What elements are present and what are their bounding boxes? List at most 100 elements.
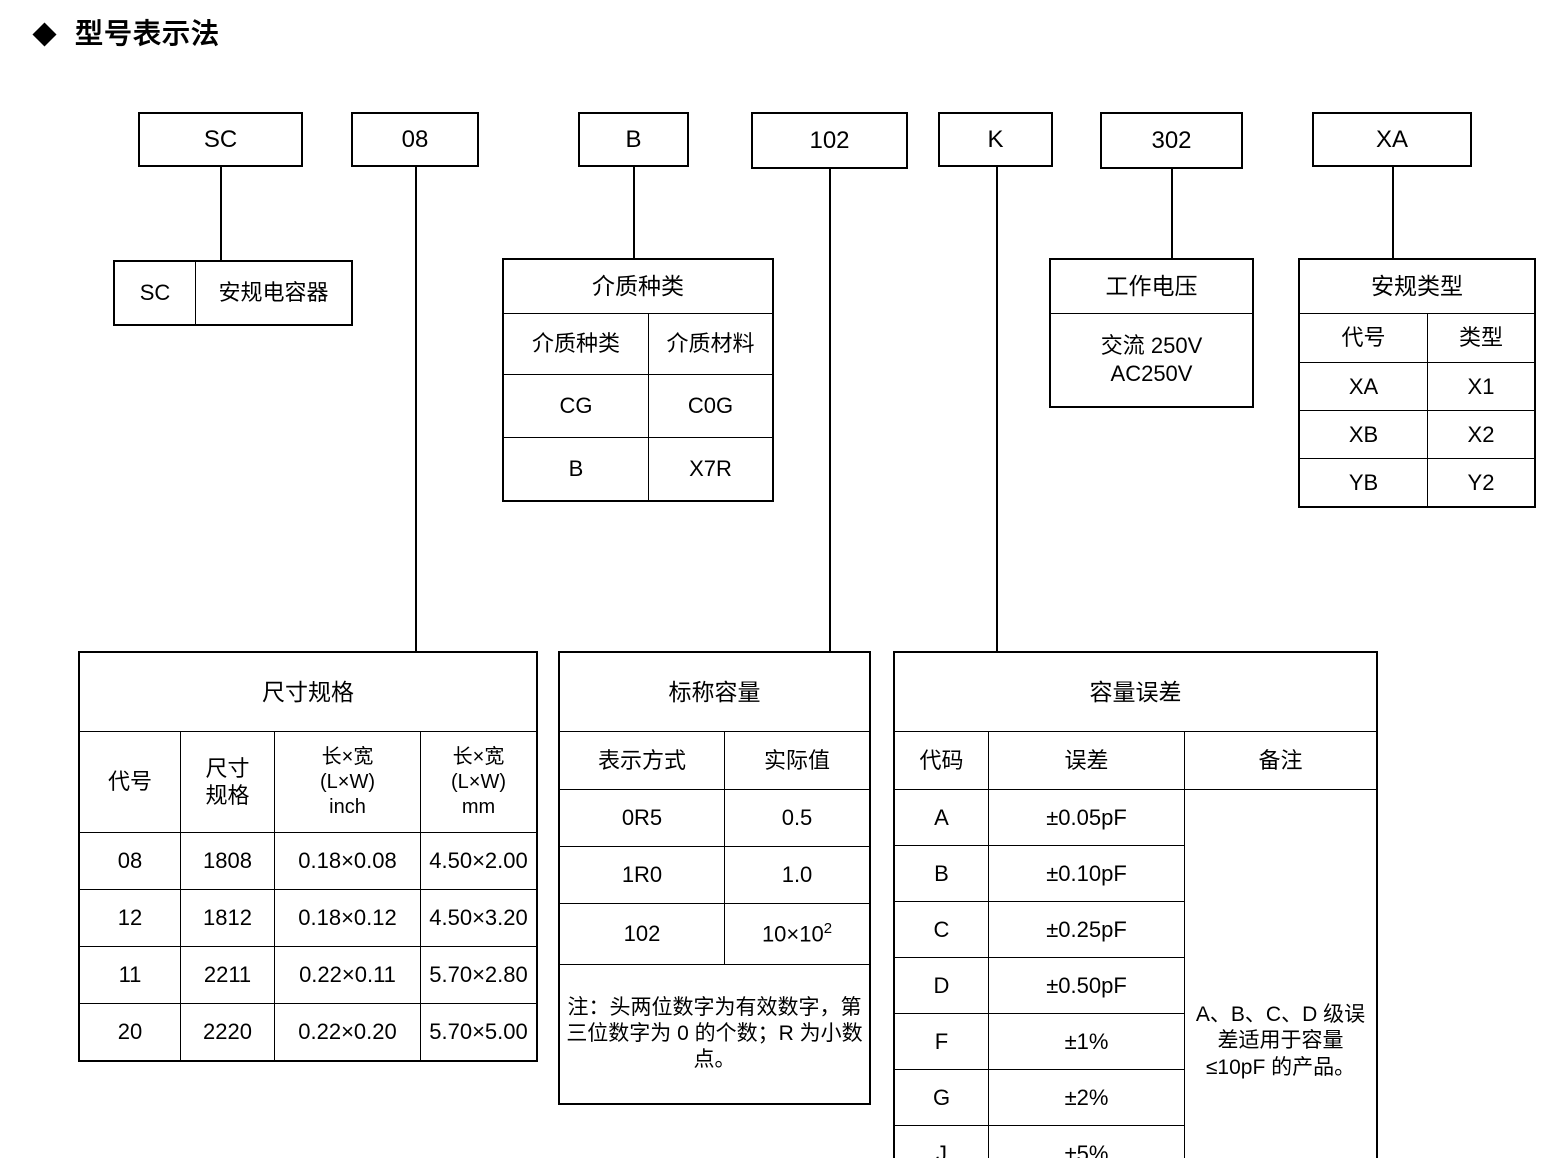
table-row: 交流 250V AC250V — [1049, 312, 1254, 408]
size-header-mm-l1: 长×宽 — [452, 745, 505, 768]
connector-safety — [1392, 167, 1394, 260]
size-header-mm-l3: mm — [461, 795, 496, 818]
dielectric-type-b: B — [502, 436, 649, 502]
table-row: XB X2 — [1298, 409, 1536, 459]
code-box-tolerance: K — [938, 112, 1053, 167]
tolerance-row2-error: ±0.25pF — [988, 901, 1185, 958]
table-header-row: 表示方式 实际值 — [558, 731, 871, 790]
tolerance-row0-code: A — [893, 789, 989, 846]
table-row: CG C0G — [502, 373, 774, 438]
tolerance-row2-code: C — [893, 901, 989, 958]
size-header-code-l1: 代号 — [107, 769, 152, 795]
code-box-series: SC — [138, 112, 303, 167]
table-row: B ±0.10pF — [893, 845, 1377, 902]
tolerance-row6-error: ±5% — [988, 1125, 1185, 1158]
code-box-size: 08 — [351, 112, 479, 167]
size-header-spec-l1: 尺寸 — [205, 755, 250, 781]
size-row1-spec: 1812 — [180, 889, 275, 947]
dielectric-material-c0g: C0G — [648, 373, 774, 438]
tolerance-row6-code: J — [893, 1125, 989, 1158]
size-header-mm: 长×宽 (L×W) mm — [420, 731, 538, 833]
dielectric-material-x7r: X7R — [648, 436, 774, 502]
page-title-text: 型号表示法 — [75, 18, 221, 49]
size-row2-code: 11 — [78, 946, 181, 1004]
table-row: SC 安规电容器 — [113, 260, 353, 326]
size-row3-spec: 2220 — [180, 1003, 275, 1062]
capacitance-row1-notation: 1R0 — [558, 846, 725, 904]
connector-series — [220, 167, 222, 262]
tolerance-header-error: 误差 — [988, 731, 1185, 790]
table-header-row: 代码 误差 备注 — [893, 731, 1378, 790]
capacitance-note: 注：头两位数字为有效数字，第三位数字为 0 的个数；R 为小数点。 — [558, 964, 871, 1105]
capacitance-table: 标称容量 表示方式 实际值 0R5 0.5 1R0 1.0 102 10×102… — [558, 651, 871, 1105]
table-header-row: 标称容量 — [558, 651, 871, 732]
code-box-capacitance-label: 102 — [809, 126, 850, 154]
code-box-safety: XA — [1312, 112, 1472, 167]
size-header-mm-l2: (L×W) — [451, 770, 506, 793]
code-box-dielectric-label: B — [625, 125, 642, 153]
capacitance-row2-notation: 102 — [558, 903, 725, 965]
table-row: C ±0.25pF — [893, 901, 1377, 958]
table-row: 08 1808 0.18×0.08 4.50×2.00 — [78, 832, 538, 890]
table-header-row: 工作电压 — [1049, 258, 1254, 314]
series-description-cell: 安规电容器 — [195, 260, 353, 326]
table-header-row: 尺寸规格 — [78, 651, 538, 732]
capacitance-row0-value: 0.5 — [724, 789, 871, 847]
code-box-voltage: 302 — [1100, 112, 1243, 169]
size-header-inch-l3: inch — [329, 795, 366, 818]
table-header-row: 代号 类型 — [1298, 312, 1536, 363]
table-row: A ±0.05pF A、B、C、D 级误差适用于容量≤10pF 的产品。 — [893, 789, 1378, 1158]
size-row2-inch: 0.22×0.11 — [274, 946, 421, 1004]
connector-dielectric — [633, 167, 635, 260]
dielectric-type-cg: CG — [502, 373, 649, 438]
voltage-value-line1: 交流 250V — [1100, 333, 1203, 359]
size-row2-spec: 2211 — [180, 946, 275, 1004]
tolerance-remark-cell: A、B、C、D 级误差适用于容量≤10pF 的产品。 — [1184, 789, 1378, 1158]
tolerance-header-remark: 备注 — [1184, 731, 1378, 790]
connector-tolerance — [996, 167, 998, 653]
table-row: 注：头两位数字为有效数字，第三位数字为 0 的个数；R 为小数点。 — [558, 964, 871, 1105]
code-box-tolerance-label: K — [987, 125, 1004, 153]
table-row: J ±5% — [893, 1125, 1377, 1158]
voltage-value-cell: 交流 250V AC250V — [1049, 312, 1254, 408]
diamond-bullet-icon — [32, 21, 57, 47]
size-header-code: 代号 — [78, 731, 181, 833]
size-row1-inch: 0.18×0.12 — [274, 889, 421, 947]
code-box-voltage-label: 302 — [1151, 126, 1192, 154]
size-row0-spec: 1808 — [180, 832, 275, 890]
capacitance-row2-base: 10×10 — [761, 921, 824, 947]
table-row: YB Y2 — [1298, 457, 1536, 508]
size-row3-code: 20 — [78, 1003, 181, 1062]
capacitance-row2-exponent: 2 — [823, 920, 833, 938]
table-header-row: 容量误差 — [893, 651, 1378, 732]
table-row: 12 1812 0.18×0.12 4.50×3.20 — [78, 889, 538, 947]
size-row3-inch: 0.22×0.20 — [274, 1003, 421, 1062]
size-row1-code: 12 — [78, 889, 181, 947]
dielectric-table: 介质种类 介质种类 介质材料 CG C0G B X7R — [502, 258, 774, 502]
tolerance-row0-error: ±0.05pF — [988, 789, 1185, 846]
capacitance-header-value: 实际值 — [724, 731, 871, 790]
code-box-series-label: SC — [203, 125, 238, 153]
size-spec-table: 尺寸规格 代号 尺寸 规格 长×宽 (L×W) inch 长×宽 (L×W) m… — [78, 651, 538, 1062]
size-row1-mm: 4.50×3.20 — [420, 889, 538, 947]
voltage-table: 工作电压 交流 250V AC250V — [1049, 258, 1254, 408]
size-row2-mm: 5.70×2.80 — [420, 946, 538, 1004]
voltage-value-line2: AC250V — [1110, 360, 1193, 386]
safety-class-table: 安规类型 代号 类型 XA X1 XB X2 YB Y2 — [1298, 258, 1536, 508]
table-row: 102 10×102 — [558, 903, 871, 965]
tolerance-row3-code: D — [893, 957, 989, 1014]
tolerance-row1-error: ±0.10pF — [988, 845, 1185, 902]
table-header-row: 介质种类 介质材料 — [502, 312, 774, 375]
size-header-spec-l2: 规格 — [205, 783, 250, 808]
dielectric-header-type: 介质种类 — [502, 312, 649, 375]
capacitance-table-title: 标称容量 — [558, 651, 871, 732]
capacitance-row0-notation: 0R5 — [558, 789, 725, 847]
size-row0-mm: 4.50×2.00 — [420, 832, 538, 890]
page-title: 型号表示法 — [32, 18, 221, 49]
dielectric-header-material: 介质材料 — [648, 312, 774, 375]
capacitance-row1-value: 1.0 — [724, 846, 871, 904]
tolerance-row4-code: F — [893, 1013, 989, 1070]
series-description-table: SC 安规电容器 — [113, 260, 353, 326]
size-header-inch: 长×宽 (L×W) inch — [274, 731, 421, 833]
safety-table-title: 安规类型 — [1298, 258, 1536, 314]
